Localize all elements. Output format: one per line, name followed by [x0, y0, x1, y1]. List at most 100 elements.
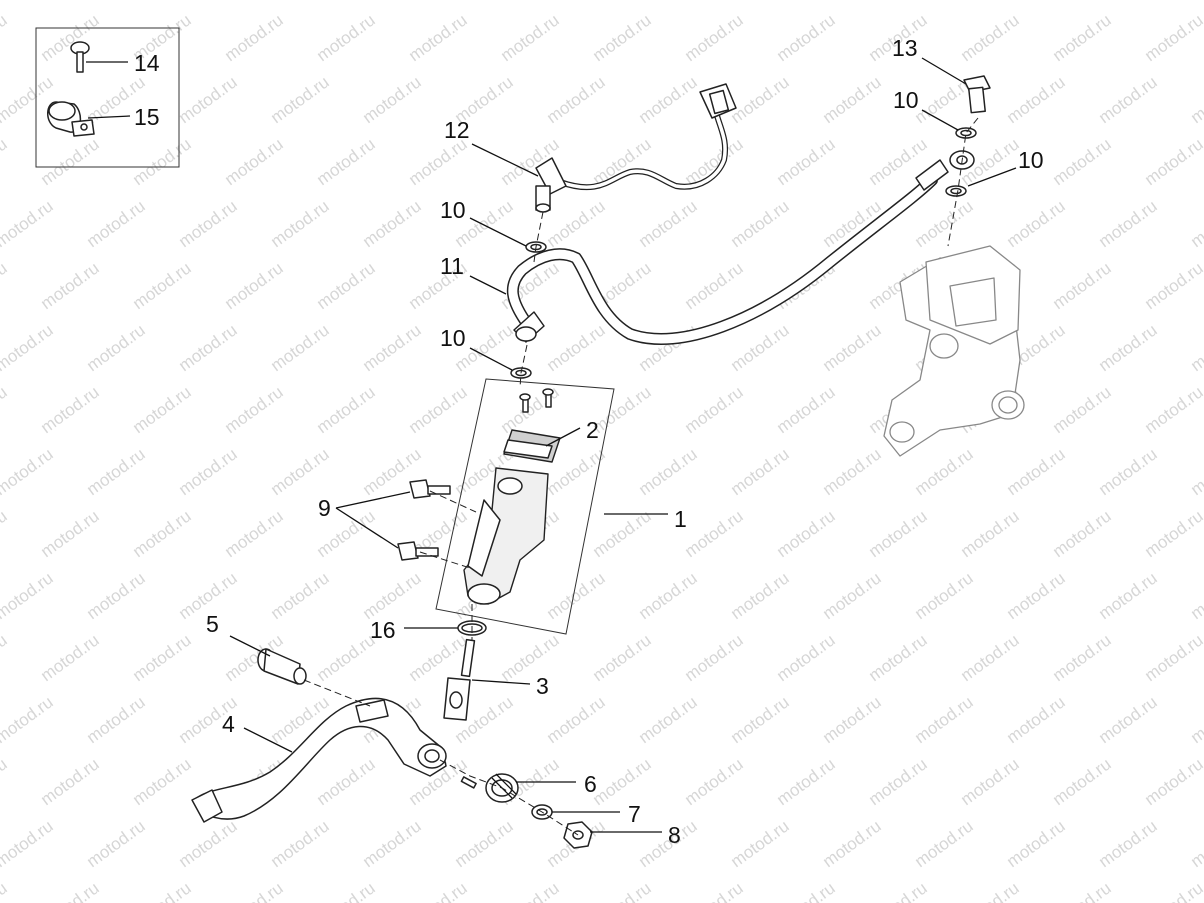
watermark-text: motod.ru — [911, 196, 976, 251]
watermark-text: motod.ru — [589, 10, 654, 65]
watermark-text: motod.ru — [37, 754, 102, 809]
watermark-text: motod.ru — [635, 320, 700, 375]
brake-pedal-part-4 — [191, 697, 447, 823]
watermark-text: motod.ru — [773, 754, 838, 809]
watermark-text: motod.ru — [451, 816, 516, 871]
mounting-bolts-part-9 — [397, 479, 451, 561]
watermark-text: motod.ru — [0, 10, 11, 65]
callout-13: 13 — [892, 35, 918, 61]
assembly-axes — [303, 117, 979, 836]
watermark-text: motod.ru — [819, 816, 884, 871]
watermark-text: motod.ru — [1187, 196, 1204, 251]
watermark-text: motod.ru — [911, 692, 976, 747]
callout-2: 2 — [586, 417, 599, 443]
pivot-bolt-part-5 — [257, 648, 307, 685]
watermark-text: motod.ru — [175, 0, 240, 3]
watermark-text: motod.ru — [1187, 72, 1204, 127]
clamp-part-15 — [47, 101, 95, 137]
callout-3: 3 — [536, 673, 549, 699]
reservoir-cap-part-2 — [503, 388, 561, 463]
watermark-text: motod.ru — [1003, 568, 1068, 623]
watermark-text: motod.ru — [175, 320, 240, 375]
watermark-text: motod.ru — [1141, 506, 1204, 561]
watermark-text: motod.ru — [1141, 258, 1204, 313]
watermark-text: motod.ru — [0, 568, 57, 623]
watermark-text: motod.ru — [0, 754, 11, 809]
watermark-text: motod.ru — [83, 196, 148, 251]
watermark-text: motod.ru — [83, 320, 148, 375]
callout-4: 4 — [222, 711, 235, 737]
watermark-text: motod.ru — [1049, 630, 1114, 685]
watermark-text: motod.ru — [543, 72, 608, 127]
watermark-text: motod.ru — [175, 72, 240, 127]
watermark-text: motod.ru — [727, 320, 792, 375]
watermark-text: motod.ru — [635, 196, 700, 251]
callout-7: 7 — [628, 801, 641, 827]
watermark-text: motod.ru — [1049, 10, 1114, 65]
watermark-text: motod.ru — [451, 0, 516, 3]
watermark-text: motod.ru — [865, 630, 930, 685]
watermark-text: motod.ru — [589, 630, 654, 685]
watermark-text: motod.ru — [773, 630, 838, 685]
master-cylinder-assembly-frame — [435, 378, 615, 635]
watermark-text: motod.ru — [1049, 258, 1114, 313]
watermark-text: motod.ru — [1187, 816, 1204, 871]
watermark-text: motod.ru — [911, 816, 976, 871]
brake-caliper — [883, 245, 1025, 457]
brake-light-switch-part-12 — [535, 83, 737, 213]
watermark-text: motod.ru — [267, 196, 332, 251]
watermark-text: motod.ru — [129, 258, 194, 313]
watermark-text: motod.ru — [727, 0, 792, 3]
watermark-text: motod.ru — [175, 444, 240, 499]
watermark-text: motod.ru — [405, 382, 470, 437]
watermark-text: motod.ru — [681, 878, 746, 903]
watermark-text: motod.ru — [1187, 444, 1204, 499]
watermark-text: motod.ru — [37, 134, 102, 189]
watermark-text: motod.ru — [129, 506, 194, 561]
watermark-text: motod.ru — [543, 692, 608, 747]
watermark-text: motod.ru — [589, 134, 654, 189]
callout-10-top-right: 10 — [893, 87, 919, 113]
callout-8: 8 — [668, 822, 681, 848]
watermark-text: motod.ru — [1187, 320, 1204, 375]
watermark-text: motod.ru — [819, 72, 884, 127]
watermark-text: motod.ru — [1095, 196, 1160, 251]
push-rod-part-3 — [443, 638, 476, 721]
watermark-text: motod.ru — [1049, 754, 1114, 809]
watermark-text: motod.ru — [911, 0, 976, 3]
watermark-text: motod.ru — [267, 320, 332, 375]
watermark-text: motod.ru — [175, 816, 240, 871]
watermark-text: motod.ru — [681, 630, 746, 685]
watermark-text: motod.ru — [773, 878, 838, 903]
watermark-text: motod.ru — [543, 196, 608, 251]
callout-15: 15 — [134, 104, 160, 130]
screw-part-14 — [70, 41, 90, 73]
watermark-text: motod.ru — [83, 0, 148, 3]
watermark-text: motod.ru — [0, 878, 11, 903]
callout-1: 1 — [674, 506, 687, 532]
watermark-text: motod.ru — [681, 10, 746, 65]
watermark-text: motod.ru — [497, 878, 562, 903]
watermark-text: motod.ru — [589, 382, 654, 437]
watermark-text: motod.ru — [359, 72, 424, 127]
watermark-text: motod.ru — [129, 630, 194, 685]
watermark-text: motod.ru — [773, 382, 838, 437]
watermark-text: motod.ru — [957, 878, 1022, 903]
inset-box — [35, 27, 180, 168]
watermark-text: motod.ru — [359, 0, 424, 3]
watermark-text: motod.ru — [1049, 134, 1114, 189]
watermark-text: motod.ru — [681, 506, 746, 561]
watermark-text: motod.ru — [0, 382, 11, 437]
callout-16: 16 — [370, 617, 396, 643]
watermark-text: motod.ru — [313, 134, 378, 189]
watermark-text: motod.ru — [727, 196, 792, 251]
watermark-text: motod.ru — [1141, 134, 1204, 189]
watermark-text: motod.ru — [957, 506, 1022, 561]
watermark-text: motod.ru — [83, 444, 148, 499]
watermark-text: motod.ru — [37, 630, 102, 685]
watermark-text: motod.ru — [0, 134, 11, 189]
callout-6: 6 — [584, 771, 597, 797]
watermark-text: motod.ru — [37, 382, 102, 437]
callout-5: 5 — [206, 611, 219, 637]
